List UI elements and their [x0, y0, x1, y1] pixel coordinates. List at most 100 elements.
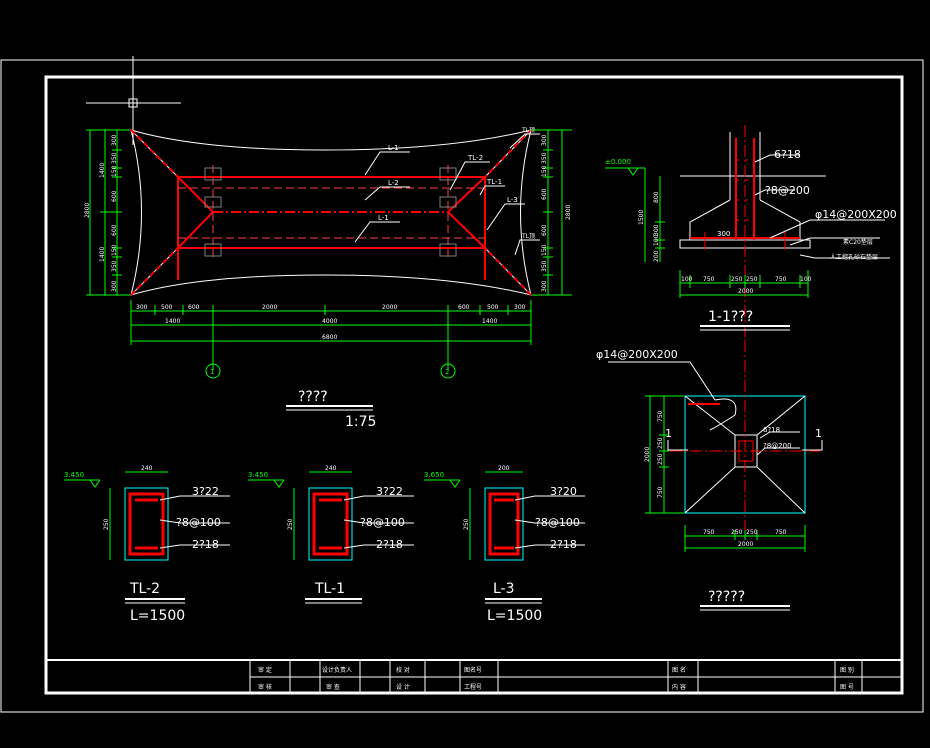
beam-3-bottom: 2?18	[550, 538, 577, 551]
right-dim-600a: 600	[541, 188, 548, 200]
section-1-1: 6?18 ?8@200 φ14@200X200 素C20垫层 人工挖孔砂石垫层 …	[605, 125, 897, 338]
left-dim-300b: 300	[111, 280, 118, 292]
section-vdim-200: 200	[653, 250, 660, 262]
tb-cell-6: 设 计	[396, 683, 410, 691]
outer-border	[0, 59, 924, 713]
beam-3-width: 200	[498, 465, 510, 472]
right-dim-150a: 150	[541, 165, 548, 177]
left-dim-350b: 350	[111, 260, 118, 272]
beam-section-tl1: 3.450 240 250 3?22 ?8@100 2?18 TL-1	[248, 465, 414, 604]
tb-cell-7: 图名号	[464, 666, 482, 674]
right-dim-300a: 300	[541, 134, 548, 146]
dim-top-4: 2000	[262, 304, 277, 311]
beam-1-length: L=1500	[130, 608, 185, 624]
tb-cell-3: 设计负责人	[322, 666, 352, 674]
beam-1-elev: 3.450	[64, 471, 84, 479]
beam-3-name: L-3	[493, 581, 515, 597]
label-l3: L-3	[507, 196, 518, 204]
cut-label-left: 1	[665, 427, 672, 440]
section-title: 1-1???	[708, 309, 753, 325]
right-dim-350a: 350	[541, 152, 548, 164]
section-bdim-5: 750	[775, 276, 787, 283]
tb-cell-12: 图 号	[840, 684, 854, 691]
section-bdim-3: 250	[731, 276, 743, 283]
dim-mid-1: 1400	[165, 318, 180, 325]
foundation-ldim-1: 750	[657, 410, 664, 422]
tb-cell-10: 内 容	[672, 683, 686, 691]
beam-3-top: 3?20	[550, 485, 577, 498]
section-vdim-1500: 1500	[638, 210, 645, 225]
roof-plan: L-1 L-2 L-1 TL-2 TL-1 L-3 TL顶 TL顶 300 50…	[84, 127, 572, 430]
dim-mid-3: 1400	[482, 318, 497, 325]
foundation-plan: φ14@200X200 6?18 ?8@200 1 1 2000 750 250…	[596, 340, 823, 611]
section-stirrup: ?8@200	[765, 184, 810, 197]
cut-label-right: 1	[815, 427, 822, 440]
foundation-stirrup: ?8@200	[763, 442, 792, 450]
left-dim-600b: 600	[111, 224, 118, 236]
foundation-mesh: φ14@200X200	[596, 348, 678, 361]
section-vdim-800: 800	[653, 191, 660, 203]
label-tl2: TL-2	[467, 154, 483, 162]
plan-scale: 1:75	[345, 414, 376, 430]
tb-cell-11: 图 别	[840, 666, 854, 674]
section-bdim-1: 100	[681, 276, 693, 283]
label-tl1: TL-1	[486, 178, 502, 186]
beam-1-width: 240	[141, 465, 153, 472]
beam-section-tl2: 3.450 240 250 3?22 ?8@100 2?18 TL-2 L=15…	[64, 465, 230, 624]
left-dim-600a: 600	[111, 190, 118, 202]
beam-section-l3: 3.650 200 250 3?20 ?8@100 2?18 L-3 L=150…	[424, 465, 585, 624]
dim-top-2: 500	[161, 304, 173, 311]
section-mesh: φ14@200X200	[815, 208, 897, 221]
beam-2-width: 240	[325, 465, 337, 472]
beam-2-name: TL-1	[314, 581, 345, 597]
label-l1-top: L-1	[388, 144, 399, 152]
beam-1-top: 3?22	[192, 485, 219, 498]
dim-top-7: 500	[487, 304, 499, 311]
left-dim-150b: 150	[111, 244, 118, 256]
foundation-ldim-4: 750	[657, 486, 664, 498]
dim-mid-2: 4000	[322, 318, 337, 325]
dim-top-8: 300	[514, 304, 526, 311]
foundation-ldim-3: 250	[657, 453, 664, 465]
right-dim-600b: 600	[541, 224, 548, 236]
right-dim-150b: 150	[541, 244, 548, 256]
axis-2-label: 2	[445, 368, 449, 376]
title-block	[46, 659, 902, 693]
left-dim-300a: 300	[111, 134, 118, 146]
left-dim-150a: 150	[111, 165, 118, 177]
inner-border	[44, 75, 904, 695]
section-bdim-total: 2000	[738, 288, 753, 295]
foundation-title: ?????	[708, 589, 745, 605]
tb-cell-5: 审 查	[326, 683, 340, 691]
plan-title: ????	[298, 389, 328, 405]
tb-cell-4: 校 对	[396, 666, 410, 674]
foundation-bdim-4: 750	[775, 529, 787, 536]
section-bdim-2: 750	[703, 276, 715, 283]
beam-2-height: 250	[287, 518, 294, 530]
beam-1-bottom: 2?18	[192, 538, 219, 551]
section-elevation: ±0.000	[605, 158, 631, 166]
beam-2-top: 3?22	[376, 485, 403, 498]
dim-top-1: 300	[136, 304, 148, 311]
foundation-bdim-2: 250	[731, 529, 743, 536]
tb-cell-1: 审 定	[258, 666, 272, 674]
beam-1-name: TL-2	[129, 581, 160, 597]
right-dim-350b: 350	[541, 260, 548, 272]
axis-1-label: 1	[210, 368, 214, 376]
foundation-bdim-3: 250	[746, 529, 758, 536]
dim-top-6: 600	[458, 304, 470, 311]
section-bdim-6: 100	[800, 276, 812, 283]
tb-cell-8: 工程号	[464, 683, 482, 691]
left-total: 2800	[84, 203, 91, 218]
section-vdim-100: 100	[653, 234, 660, 246]
dim-total: 6800	[322, 334, 337, 341]
tb-cell-9: 图 名	[672, 666, 686, 674]
label-l2: L-2	[388, 179, 399, 187]
label-l1-bottom: L-1	[378, 214, 389, 222]
beam-1-height: 250	[103, 518, 110, 530]
beam-3-length: L=1500	[487, 608, 542, 624]
foundation-bdim-1: 750	[703, 529, 715, 536]
right-total: 2800	[565, 205, 572, 220]
beam-2-stirrup: ?8@100	[360, 516, 405, 529]
